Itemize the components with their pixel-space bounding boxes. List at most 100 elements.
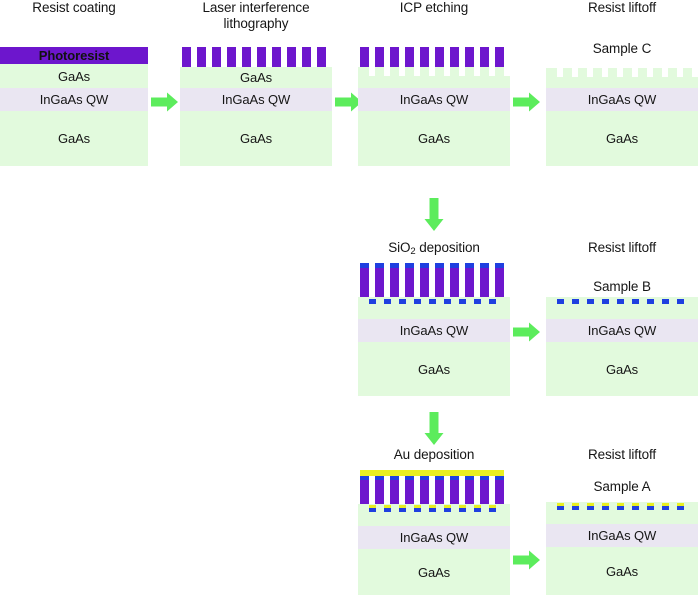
title-line-1: Laser interference [202, 0, 310, 15]
resist-bar [287, 47, 296, 67]
layer-gaas-etched [358, 67, 510, 88]
layer-label: Photoresist [38, 48, 110, 63]
arrow-right-icon [513, 322, 540, 342]
au-dash [429, 505, 436, 508]
grating-trench [632, 68, 638, 77]
sio2-cap [390, 476, 399, 480]
resist-bar [405, 267, 414, 297]
grating-resist-with-sio2 [358, 263, 510, 297]
layer-label: InGaAs QW [39, 92, 109, 107]
resist-bar [227, 47, 236, 67]
etch-trench [444, 67, 450, 76]
sio2-dash [647, 299, 654, 304]
sio2-cap [360, 263, 369, 268]
resist-bar [480, 267, 489, 297]
resist-bar [420, 480, 429, 504]
resist-bar [360, 480, 369, 504]
sio2-dash [429, 299, 436, 304]
sio2-dash [459, 299, 466, 304]
sio2-dash [384, 299, 391, 304]
grating-trench [587, 68, 593, 77]
layer-label: GaAs [605, 361, 639, 377]
au-dash [474, 505, 481, 508]
resist-bar [182, 47, 191, 67]
layer-gaas-substrate: GaAs [546, 342, 698, 396]
step-title-sio2-deposition: SiO2 deposition [358, 240, 510, 258]
grating-trench [617, 68, 623, 77]
sio2-cap [435, 476, 444, 480]
grating-trench [677, 68, 683, 77]
resist-bar [480, 480, 489, 504]
panel-au-deposition: InGaAs QW GaAs [358, 470, 510, 595]
layer-ingaas-qw: InGaAs QW [546, 524, 698, 547]
resist-bar [360, 267, 369, 297]
layer-ingaas-qw: InGaAs QW [358, 526, 510, 549]
resist-bar [317, 47, 326, 67]
resist-bar [420, 267, 429, 297]
layer-ingaas-qw: InGaAs QW [358, 319, 510, 342]
layer-gaas-grating [358, 297, 510, 319]
layer-gaas-substrate: GaAs [546, 547, 698, 595]
grating-trench [572, 68, 578, 77]
layer-gaas-top: GaAs [180, 67, 332, 88]
grating-trench [647, 68, 653, 77]
resist-bar [480, 47, 489, 67]
panel-resist-coating: Photoresist GaAs InGaAs QW GaAs [0, 47, 148, 166]
layer-label: GaAs [239, 70, 273, 85]
etch-trench [474, 67, 480, 76]
sio2-dash [572, 299, 579, 304]
au-dash [557, 503, 564, 506]
layer-gaas-substrate: GaAs [180, 111, 332, 166]
au-dash [632, 503, 639, 506]
layer-label: InGaAs QW [399, 323, 469, 338]
panel-sample-a: InGaAs QW GaAs [546, 502, 698, 595]
title-line-2: lithography [223, 16, 289, 31]
etched-trenches [358, 67, 510, 76]
layer-ingaas-qw: InGaAs QW [546, 88, 698, 111]
etch-trench [429, 67, 435, 76]
sio2-dash [399, 299, 406, 304]
resist-bar [375, 480, 384, 504]
au-sio2-trench-dashes [546, 503, 698, 511]
panel-sample-c: InGaAs QW GaAs [546, 68, 698, 166]
step-title-resist-liftoff-b: Resist liftoff [587, 240, 657, 255]
etch-trench [369, 67, 375, 76]
layer-label: GaAs [239, 131, 273, 146]
layer-label: GaAs [417, 361, 451, 377]
sio2-dash [677, 299, 684, 304]
etch-trench [489, 67, 495, 76]
au-dash [602, 503, 609, 506]
layer-label: GaAs [57, 68, 91, 84]
au-dash [617, 503, 624, 506]
layer-label: InGaAs QW [587, 528, 657, 543]
layer-label: GaAs [605, 563, 639, 579]
sio2-dash [369, 299, 376, 304]
layer-label: GaAs [417, 564, 451, 580]
title-suffix: deposition [415, 240, 480, 255]
au-dash [399, 505, 406, 508]
sio2-cap [450, 476, 459, 480]
arrow-right-icon [335, 92, 362, 112]
sio2-dash [632, 506, 639, 510]
grating-trench [602, 68, 608, 77]
au-dash [489, 505, 496, 508]
sio2-dash [414, 299, 421, 304]
layer-gaas-grating [546, 297, 698, 319]
resist-bar [465, 47, 474, 67]
arrow-down-1 [424, 198, 444, 237]
arrow-down-2 [424, 412, 444, 451]
sio2-cap [375, 476, 384, 480]
layer-ingaas-qw: InGaAs QW [180, 88, 332, 111]
au-dash [384, 505, 391, 508]
layer-ingaas-qw: InGaAs QW [546, 319, 698, 342]
resist-bar [465, 267, 474, 297]
au-dash [572, 503, 579, 506]
sio2-dash [677, 506, 684, 510]
resist-bar [465, 480, 474, 504]
sio2-dash [602, 506, 609, 510]
sio2-cap [375, 263, 384, 268]
sio2-dash [632, 299, 639, 304]
sio2-cap [405, 263, 414, 268]
sio2-dash [489, 299, 496, 304]
